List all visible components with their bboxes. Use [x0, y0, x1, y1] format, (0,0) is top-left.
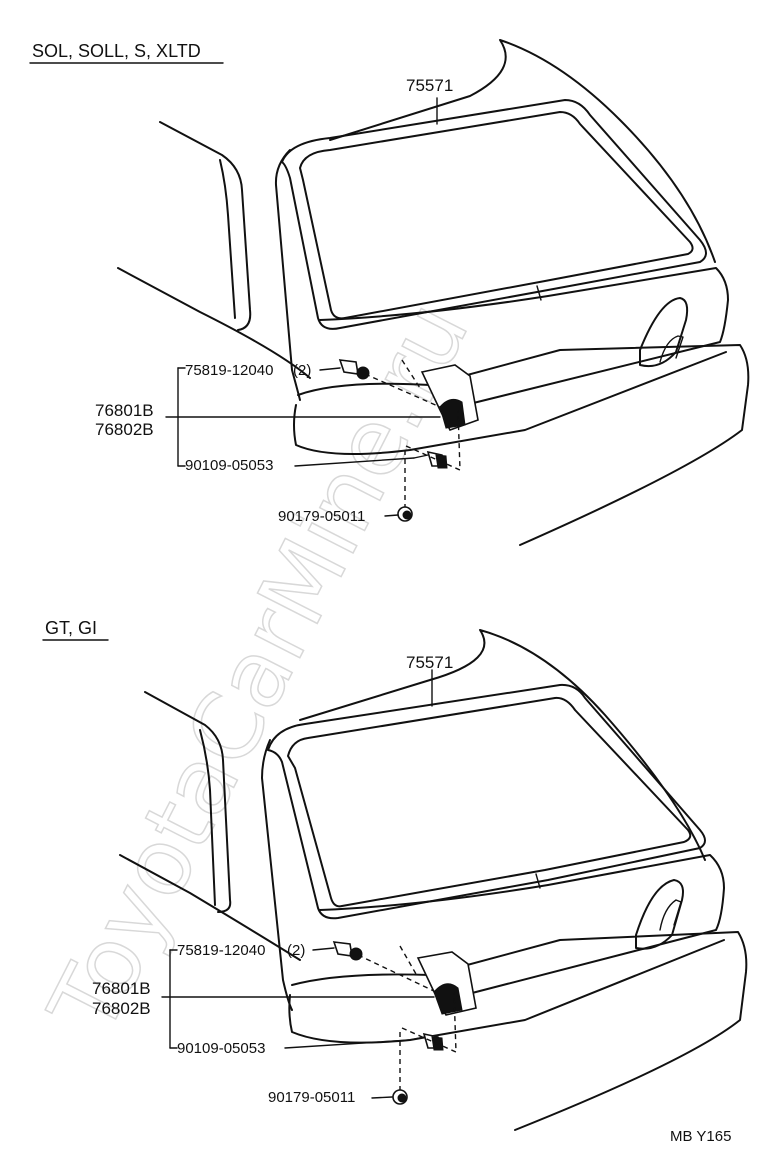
- label-screw: 90109-05053: [185, 457, 273, 474]
- screw-part: [404, 409, 461, 512]
- label-glass: 75571: [406, 76, 453, 95]
- tail-lamp: [639, 297, 689, 368]
- label-clip-qty: (2): [287, 942, 305, 959]
- nut-part: [392, 1089, 408, 1105]
- section-top: SOL, SOLL, S, XLTD: [29, 39, 750, 546]
- clip-part: [338, 359, 441, 408]
- label-nut: 90179-05011: [278, 508, 365, 525]
- label-garnish-rh: 76801B: [95, 401, 154, 420]
- label-garnish-rh: 76801B: [92, 979, 151, 998]
- label-garnish-lh: 76802B: [95, 420, 154, 439]
- label-glass: 75571: [406, 653, 453, 672]
- garnish-part: [420, 364, 479, 431]
- garnish-part: [416, 951, 477, 1016]
- label-clip: 75819-12040: [185, 362, 273, 379]
- section-header: GT, GI: [45, 618, 97, 638]
- car-body-top: [117, 39, 750, 546]
- tail-lamp: [635, 879, 684, 950]
- figure-id: MB Y165: [670, 1128, 731, 1145]
- section-header: SOL, SOLL, S, XLTD: [32, 41, 201, 61]
- label-garnish-lh: 76802B: [92, 999, 151, 1018]
- label-clip-qty: (2): [293, 362, 311, 379]
- label-nut: 90179-05011: [268, 1089, 355, 1106]
- screw-part: [399, 991, 457, 1094]
- clip-part: [332, 941, 437, 993]
- nut-part: [397, 506, 413, 522]
- label-screw: 90109-05053: [177, 1040, 265, 1057]
- label-clip: 75819-12040: [177, 942, 265, 959]
- section-bottom: GT, GI: [42, 618, 748, 1131]
